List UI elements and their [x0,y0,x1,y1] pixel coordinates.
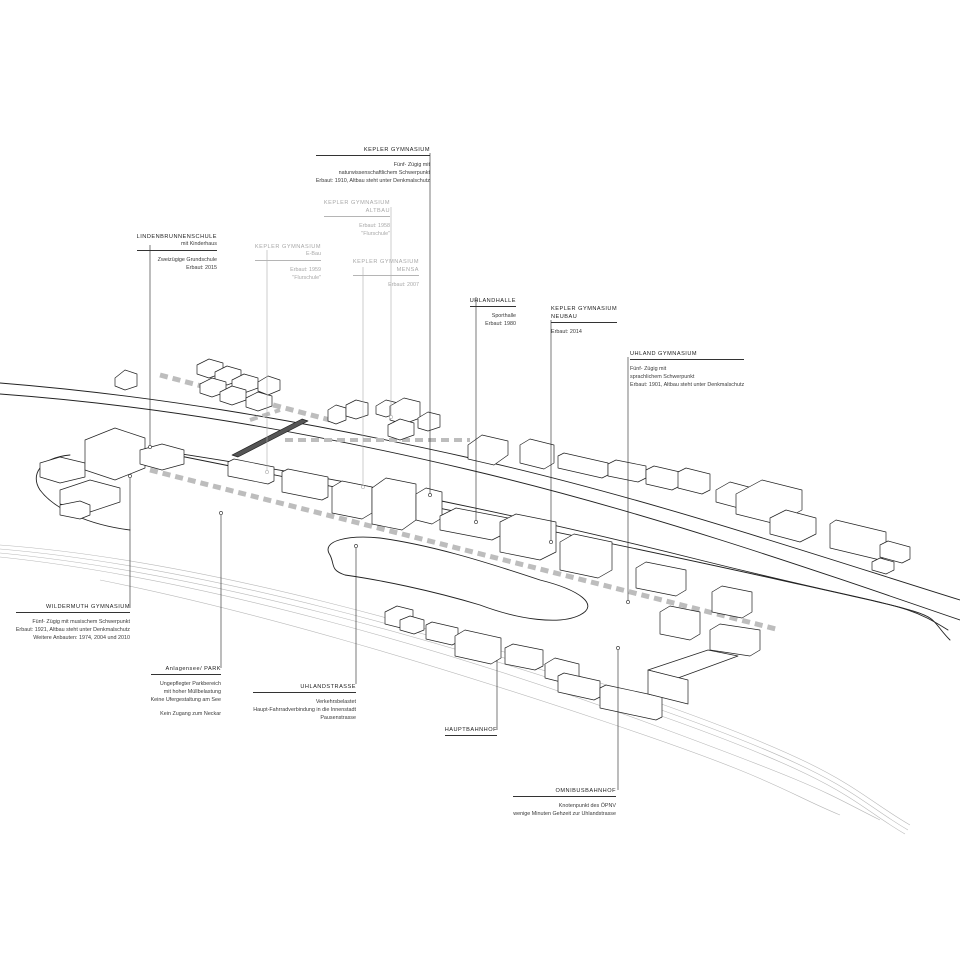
label-line: Knotenpunkt des ÖPNV [558,803,616,810]
label-wildermuth-gymnasium: WILDERMUTH GYMNASIUM Fünf- Zügig mit mus… [15,603,130,643]
label-line: sprachlichem Schwerpunkt [630,373,695,380]
label-title: HAUPTBAHNHOF [444,726,497,737]
house-cluster-kepler [327,397,441,441]
label-omnibusbahnhof: OMNIBUSBAHNHOF Knotenpunkt des ÖPNV weni… [513,787,616,819]
river-edge-lower [0,393,960,621]
leader-dots [128,415,630,650]
dashed-paths [149,372,781,633]
label-line: Weitere Anbauten: 1974, 2004 und 2010 [33,634,130,641]
railway-tracks [0,544,911,835]
wildermuth-complex [39,427,185,520]
label-line: Kein Zugang zum Neckar [160,710,221,717]
label-kepler-neubau: KEPLER GYMNASIUM NEUBAU Erbaut: 2014 [551,305,618,337]
bridge [231,418,309,458]
label-line: Ungepflegter Parkbereich [159,681,221,688]
label-title: UHLANDHALLE [469,297,516,308]
label-line: Erbaut: 2015 [186,264,217,271]
label-line: naturwissenschaftlichem Schwerpunkt [338,169,430,176]
label-line: Erbaut: 1921, Altbau steht unter Denkmal… [15,626,130,633]
label-line: wenige Minuten Gehzeit zur Uhlandstrasse [513,810,616,817]
label-lindenbrunnenschule: LINDENBRUNNENSCHULE mit Kinderhaus Zweiz… [136,233,217,273]
label-line: mit hoher Müllbelastung [163,688,221,695]
label-line: Pausenstrasse [320,714,356,721]
label-subtitle: Altbau [323,207,390,218]
building-cluster-east [715,479,911,575]
label-title: KEPLER GYMNASIUM [315,146,430,157]
label-kepler-ebau: KEPLER GYMNASIUM E-Bau Erbaut: 1959 "Flu… [254,243,321,283]
uhland-building-row [559,533,761,657]
label-title: OMNIBUSBAHNHOF [513,787,616,798]
label-subtitle: mit Kinderhaus [136,241,217,251]
label-title: UHLAND GYMNASIUM [630,350,745,361]
label-line: Erbaut: 1958 [359,223,390,230]
label-title: KEPLER GYMNASIUM [551,306,618,312]
label-title: KEPLER GYMNASIUM [352,259,419,265]
label-title: KEPLER GYMNASIUM [254,244,321,250]
label-line: Fünf- Zügig mit musischem Schwerpunkt [32,619,130,626]
label-subtitle: NEUBAU [551,313,618,324]
label-line: Fünf- Zügig mit [393,162,430,169]
label-title: KEPLER GYMNASIUM [323,200,390,206]
label-line: Erbaut: 1910, Altbau steht unter Denkmal… [315,177,430,184]
building-row-north-east [467,434,711,495]
label-line: Erbaut: 1901, Altbau steht unter Denkmal… [630,381,745,388]
leader-lines [129,153,629,790]
label-title: LINDENBRUNNENSCHULE [136,234,217,240]
label-kepler-altbau: KEPLER GYMNASIUM Altbau Erbaut: 1958 "Fl… [323,199,390,239]
river-edge-upper [0,382,960,601]
building-row-south [384,605,663,721]
label-line: Sporthalle [491,313,516,320]
label-line: Erbaut: 1980 [485,320,516,327]
label-line: "Flurschule" [292,274,321,281]
label-title: UHLANDSTRASSE [253,683,356,694]
lake-outline [327,536,589,621]
label-uhland-gymnasium: UHLAND GYMNASIUM Fünf- Zügig mit sprachl… [630,350,745,390]
label-line: Haupt-Fahrradverbindung in die Innenstad… [253,706,356,713]
label-kepler-mensa: KEPLER GYMNASIUM MENSA Erbaut: 2007 [352,258,419,290]
label-anlagensee: Anlagensee/ PARK Ungepflegter Parkbereic… [150,665,221,718]
kepler-neubau-building [499,513,557,561]
omnibus-canopy [647,649,739,705]
label-line: Fünf- Zügig mit [630,366,667,373]
buildings [39,358,911,721]
building-row-kepler [227,458,443,531]
label-subtitle: E-Bau [254,251,321,261]
label-line: Zweizügige Grundschule [157,256,217,263]
label-uhlandhalle: UHLANDHALLE Sporthalle Erbaut: 1980 [469,297,516,329]
label-title: Anlagensee/ PARK [150,665,221,676]
label-line: Keine Ufergestaltung am See [150,696,221,703]
label-subtitle: MENSA [352,266,419,277]
label-title: WILDERMUTH GYMNASIUM [15,603,130,614]
label-kepler-gymnasium: KEPLER GYMNASIUM Fünf- Zügig mit naturwi… [315,146,430,186]
label-line: Erbaut: 1959 [290,266,321,273]
label-hauptbahnhof: HAUPTBAHNHOF [444,726,497,737]
label-line: Erbaut: 2007 [388,282,419,289]
label-uhlandstrasse: UHLANDSTRASSE Verkehrsbelastet Haupt-Fah… [253,683,356,723]
label-line: Erbaut: 2014 [551,329,582,336]
label-line: "Flurschule" [361,231,390,238]
house-cluster-north [114,358,281,412]
label-line: Verkehrsbelastet [315,699,356,706]
